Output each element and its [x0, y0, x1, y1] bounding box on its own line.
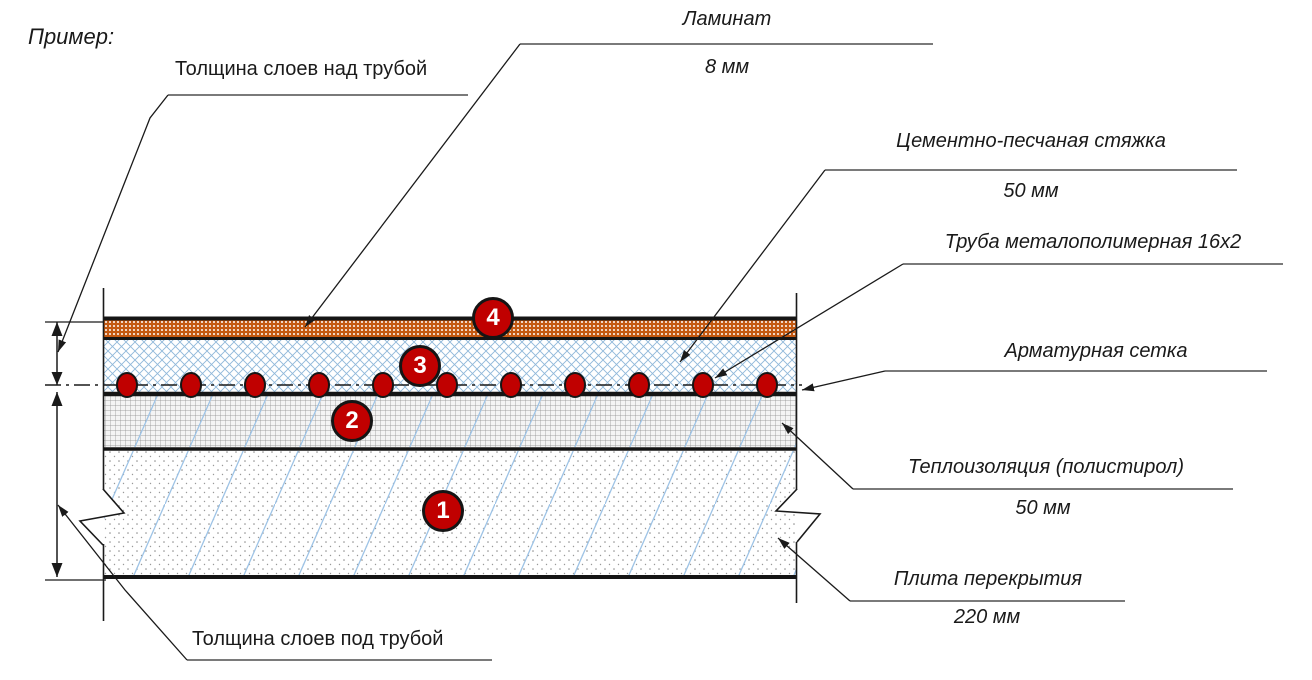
page-title: Пример:	[28, 24, 115, 49]
label-laminate-name: Ламинат	[682, 8, 772, 30]
layer-laminate-fill	[104, 320, 796, 337]
label-thickness-above-pipe: Толщина слоев над трубой	[175, 58, 428, 80]
leader-screed	[679, 169, 826, 363]
label-pipe-callout: Труба металополимерная 16x2	[944, 231, 1242, 253]
label-laminate-value: 8 мм	[704, 56, 750, 78]
leader-mesh	[801, 370, 886, 392]
badge-layer-1: 1	[422, 490, 464, 532]
layer-slab-fill	[104, 451, 796, 575]
leader-below-pipe	[57, 504, 188, 661]
layer-boundaries	[104, 316, 796, 579]
dimension-below-pipe	[45, 392, 106, 581]
leader-lines	[57, 43, 904, 661]
label-thickness-below-pipe: Толщина слоев под трубой	[192, 628, 444, 650]
leader-laminate	[304, 43, 521, 328]
section-cut-lines	[102, 288, 798, 621]
label-underlines	[168, 43, 1283, 661]
badge-layer-2: 2	[331, 400, 373, 442]
label-screed-name: Цементно-песчаная стяжка	[896, 130, 1166, 152]
leader-slab	[777, 537, 851, 602]
leader-pipe	[714, 263, 904, 379]
slab-break-left	[78, 488, 126, 546]
dimension-above-pipe	[45, 321, 103, 385]
label-insulation-name: Теплоизоляция (полистирол)	[907, 456, 1185, 478]
layer-insulation-fill	[104, 396, 796, 447]
badge-layer-3: 3	[399, 345, 441, 387]
label-screed-value: 50 мм	[1003, 180, 1059, 202]
leader-above-pipe	[57, 94, 169, 353]
badge-layer-4: 4	[472, 297, 514, 339]
label-mesh-callout: Арматурная сетка	[1004, 340, 1188, 362]
label-slab-value: 220 мм	[953, 606, 1021, 628]
label-insulation-value: 50 мм	[1015, 497, 1071, 519]
leader-insulation	[781, 422, 854, 490]
heating-pipes	[116, 372, 778, 398]
slab-break-right	[774, 488, 822, 543]
label-slab-name: Плита перекрытия	[893, 568, 1083, 590]
